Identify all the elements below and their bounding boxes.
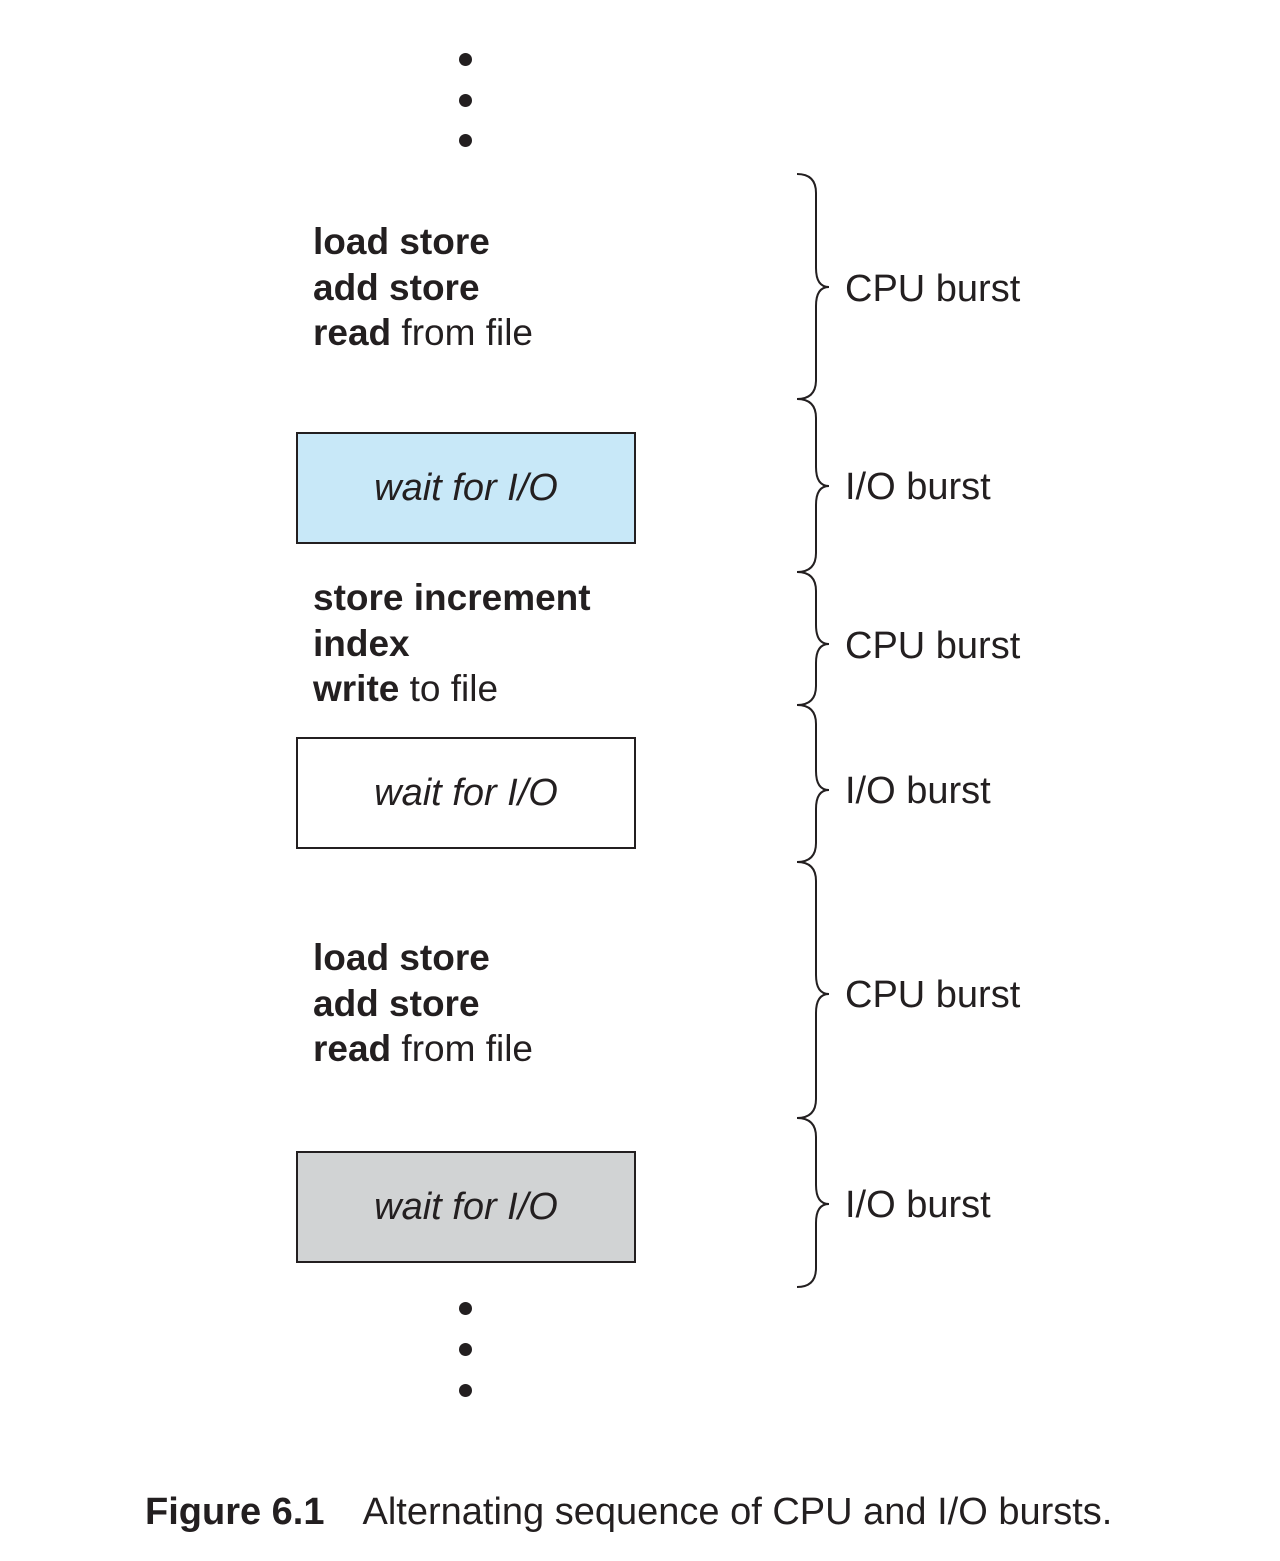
instruction-keyword: read	[313, 1028, 392, 1069]
instruction-operand: to file	[399, 668, 499, 709]
burst-label-io-2: I/O burst	[845, 770, 991, 812]
cpu-instructions-3: load store add store read from file	[313, 935, 533, 1072]
instruction-line: load store	[313, 937, 490, 978]
instruction-operand: from file	[391, 312, 534, 353]
instruction-line: write to file	[313, 666, 591, 712]
brace-cpu-burst-2	[796, 571, 830, 706]
io-wait-label: wait for I/O	[374, 1185, 558, 1228]
instruction-keyword: read	[313, 312, 392, 353]
io-wait-box-3: wait for I/O	[296, 1151, 636, 1263]
cpu-instructions-2: store increment index write to file	[313, 575, 591, 712]
continuation-dot	[459, 1302, 472, 1315]
instruction-keyword: write	[313, 668, 400, 709]
figure-number: Figure 6.1	[145, 1491, 325, 1533]
cpu-instructions-1: load store add store read from file	[313, 219, 533, 356]
brace-io-burst-1	[796, 398, 830, 573]
burst-label-cpu-2: CPU burst	[845, 625, 1021, 667]
burst-label-cpu-1: CPU burst	[845, 268, 1021, 310]
brace-cpu-burst-1	[796, 173, 830, 400]
continuation-dot	[459, 53, 472, 66]
burst-label-io-1: I/O burst	[845, 466, 991, 508]
instruction-operand: from file	[391, 1028, 534, 1069]
io-wait-label: wait for I/O	[374, 771, 558, 814]
burst-label-io-3: I/O burst	[845, 1184, 991, 1226]
continuation-dot	[459, 1384, 472, 1397]
instruction-line: index	[313, 622, 410, 664]
instruction-line: load store	[313, 221, 490, 262]
brace-io-burst-2	[796, 704, 830, 863]
instruction-line: add store	[313, 982, 480, 1024]
brace-cpu-burst-3	[796, 861, 830, 1119]
burst-label-cpu-3: CPU burst	[845, 974, 1021, 1016]
io-wait-label: wait for I/O	[374, 466, 558, 509]
instruction-line: read from file	[313, 310, 533, 356]
instruction-line: store increment	[313, 577, 591, 618]
continuation-dot	[459, 1343, 472, 1356]
continuation-dot	[459, 134, 472, 147]
brace-io-burst-3	[796, 1117, 830, 1288]
instruction-line: read from file	[313, 1026, 533, 1072]
instruction-line: add store	[313, 266, 480, 308]
figure-caption: Figure 6.1 Alternating sequence of CPU an…	[145, 1491, 1112, 1534]
io-wait-box-2: wait for I/O	[296, 737, 636, 849]
io-wait-box-1: wait for I/O	[296, 432, 636, 544]
figure-caption-text: Alternating sequence of CPU and I/O burs…	[362, 1491, 1113, 1533]
continuation-dot	[459, 94, 472, 107]
